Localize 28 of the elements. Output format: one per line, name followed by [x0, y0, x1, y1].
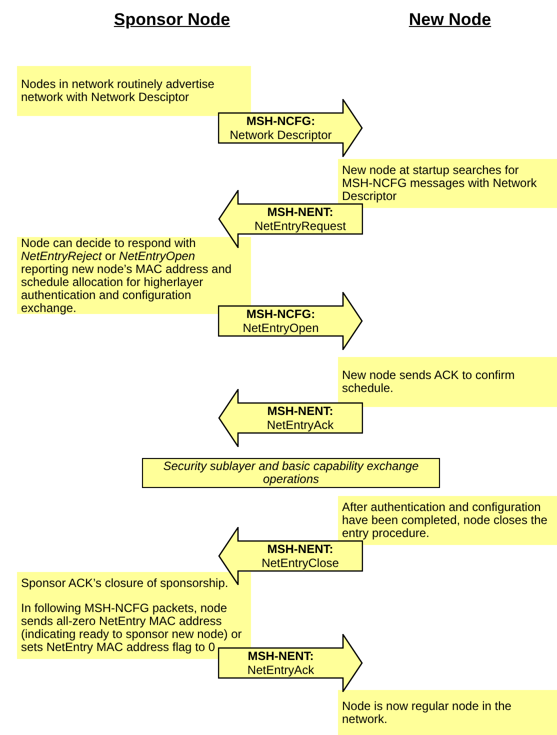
process-box: Security sublayer and basic capability exchange operations	[142, 458, 440, 488]
note-text: Nodes in network routinely advertise network with Network Desciptor	[21, 78, 216, 104]
column-heading: Sponsor Node	[114, 9, 230, 31]
note-text: New node at startup searches for MSH-NCFG messages with Network Descriptor	[342, 164, 538, 203]
note-box	[338, 159, 557, 208]
block-arrow	[218, 634, 363, 692]
note-text: In following MSH-NCFG packets, node sends all-zero NetEntry MAC address (indicating ready to sponsor new node) or sets NetEntry MAC address flag to 0	[21, 602, 243, 654]
block-arrow	[218, 292, 363, 350]
block-arrow	[218, 99, 363, 158]
note-box	[338, 690, 557, 735]
edge-label: MSH-NENT: NetEntryAck	[246, 648, 316, 676]
block-arrow	[218, 190, 363, 248]
block-arrow	[218, 526, 363, 584]
note-box	[338, 357, 557, 407]
note-box	[17, 66, 251, 116]
note-text: Sponsor ACK’s closure of sponsorship.	[21, 577, 230, 590]
note-box	[338, 496, 557, 545]
block-arrow	[218, 389, 363, 447]
edge-label: MSH-NCFG: Network Descriptor	[228, 114, 333, 142]
edge-label: MSH-NENT: NetEntryClose	[260, 542, 340, 570]
column-heading: New Node	[408, 9, 492, 31]
note-text: After authentication and configuration have been completed, node closes the entry procedure.	[342, 501, 548, 540]
edge-label: MSH-NENT: NetEntryAck	[266, 404, 335, 432]
note-text: New node sends ACK to confirm schedule.	[342, 369, 516, 395]
edge-label: MSH-NENT: NetEntryRequest	[254, 205, 347, 233]
edge-label: MSH-NCFG: NetEntryOpen	[242, 306, 320, 335]
note-text: Node is now regular node in the network.	[342, 700, 512, 726]
note-text: Node can decide to respond with NetEntryReject or NetEntryOpen reporting new node’s MAC address and schedule allocation for higherlayer authentication and configuration exchange.	[21, 236, 233, 314]
